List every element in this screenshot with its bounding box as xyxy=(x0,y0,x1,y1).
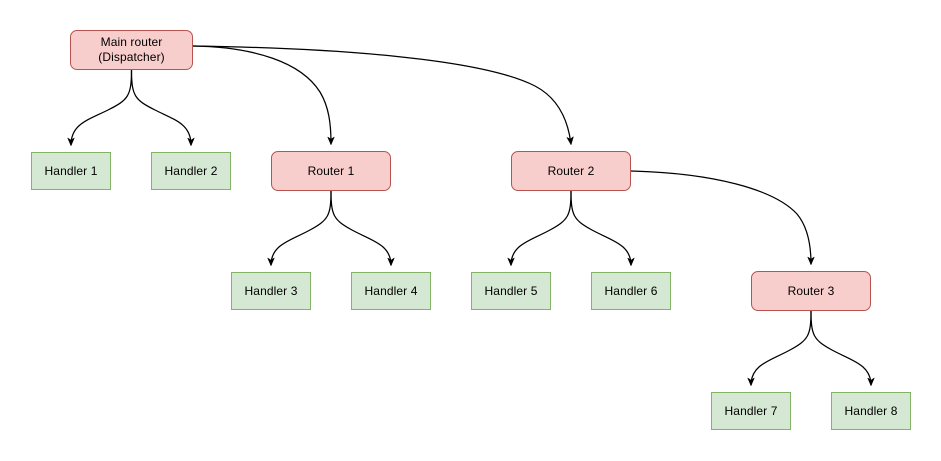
node-router-1[interactable]: Router 1 xyxy=(271,151,391,191)
edge-main-to-handler-2 xyxy=(130,69,195,146)
edge-router-2-to-handler-5 xyxy=(507,190,572,266)
node-handler-6[interactable]: Handler 6 xyxy=(591,272,671,310)
node-handler-2[interactable]: Handler 2 xyxy=(151,152,231,190)
edge-router-1-to-handler-4 xyxy=(330,190,395,266)
node-handler-5-label: Handler 5 xyxy=(484,283,538,298)
node-main-router[interactable]: Main router (Dispatcher) xyxy=(70,30,193,70)
node-handler-4[interactable]: Handler 4 xyxy=(351,272,431,310)
node-router-2[interactable]: Router 2 xyxy=(511,151,631,191)
node-handler-8-label: Handler 8 xyxy=(844,403,898,418)
node-handler-1-label: Handler 1 xyxy=(44,163,98,178)
edge-router-2-to-router-3 xyxy=(630,170,815,265)
edge-router-3-to-handler-7 xyxy=(747,310,812,386)
node-handler-3-label: Handler 3 xyxy=(244,283,298,298)
node-handler-1[interactable]: Handler 1 xyxy=(31,152,111,190)
node-router-3[interactable]: Router 3 xyxy=(751,271,871,311)
node-handler-3[interactable]: Handler 3 xyxy=(231,272,311,310)
node-handler-4-label: Handler 4 xyxy=(364,283,418,298)
node-router-2-label: Router 2 xyxy=(547,163,595,178)
edge-router-1-to-handler-3 xyxy=(267,190,332,266)
node-handler-7[interactable]: Handler 7 xyxy=(711,392,791,430)
edge-main-to-handler-1 xyxy=(67,69,133,146)
node-router-3-label: Router 3 xyxy=(787,283,835,298)
node-handler-5[interactable]: Handler 5 xyxy=(471,272,551,310)
edge-main-to-router-1 xyxy=(192,45,335,145)
node-handler-6-label: Handler 6 xyxy=(604,283,658,298)
edge-main-to-router-2 xyxy=(192,45,574,145)
edge-router-2-to-handler-6 xyxy=(570,190,635,266)
edge-router-3-to-handler-8 xyxy=(810,310,875,386)
node-main-router-label: Main router (Dispatcher) xyxy=(98,35,165,64)
node-handler-7-label: Handler 7 xyxy=(724,403,778,418)
node-router-1-label: Router 1 xyxy=(307,163,355,178)
node-handler-8[interactable]: Handler 8 xyxy=(831,392,911,430)
node-handler-2-label: Handler 2 xyxy=(164,163,218,178)
